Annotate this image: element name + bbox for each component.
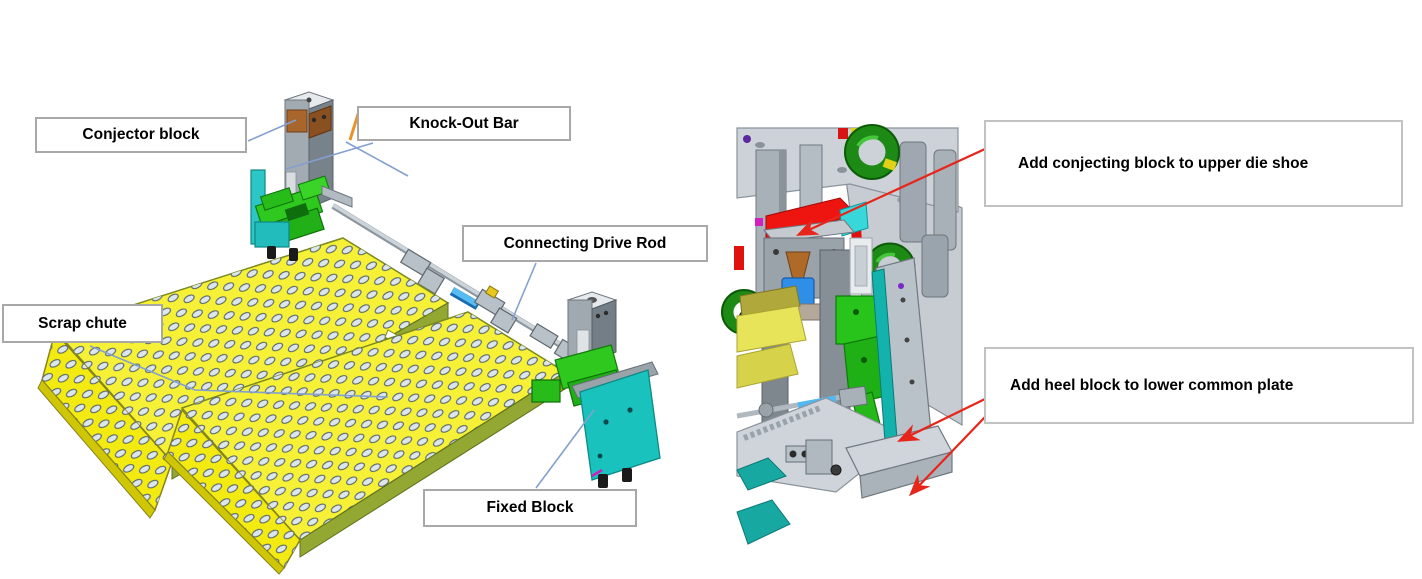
red-arrow-upper bbox=[796, 148, 986, 236]
callout-connecting-drive-rod: Connecting Drive Rod bbox=[462, 225, 708, 262]
callout-conjector-block-text: Conjector block bbox=[82, 126, 200, 143]
callout-scrap-chute: Scrap chute bbox=[2, 304, 163, 343]
leader-lines bbox=[89, 119, 595, 489]
red-arrow-lower-1 bbox=[897, 398, 986, 442]
conjector-mechanism bbox=[250, 91, 353, 261]
annotation-upper-die-shoe-text: Add conjecting block to upper die shoe bbox=[1018, 154, 1309, 172]
die-assembly bbox=[721, 124, 963, 545]
red-arrow-lower-2 bbox=[908, 416, 986, 497]
callout-fixed-block-text: Fixed Block bbox=[486, 499, 574, 516]
scrap-chute-2 bbox=[163, 311, 567, 575]
callout-scrap-chute-text: Scrap chute bbox=[38, 314, 127, 332]
callout-knock-out-bar-text: Knock-Out Bar bbox=[409, 114, 519, 132]
callout-knock-out-bar: Knock-Out Bar bbox=[357, 106, 571, 141]
annotation-upper-die-shoe: Add conjecting block to upper die shoe bbox=[984, 120, 1403, 207]
annotation-lower-common-plate: Add heel block to lower common plate bbox=[984, 347, 1414, 424]
callout-conjector-block: Conjector block bbox=[35, 117, 247, 153]
fixed-block-mechanism bbox=[531, 291, 661, 488]
callout-fixed-block: Fixed Block bbox=[423, 489, 637, 527]
red-annotation-arrows bbox=[796, 148, 986, 497]
annotation-lower-common-plate-text: Add heel block to lower common plate bbox=[1010, 376, 1294, 394]
callout-connecting-drive-rod-text: Connecting Drive Rod bbox=[503, 234, 667, 252]
